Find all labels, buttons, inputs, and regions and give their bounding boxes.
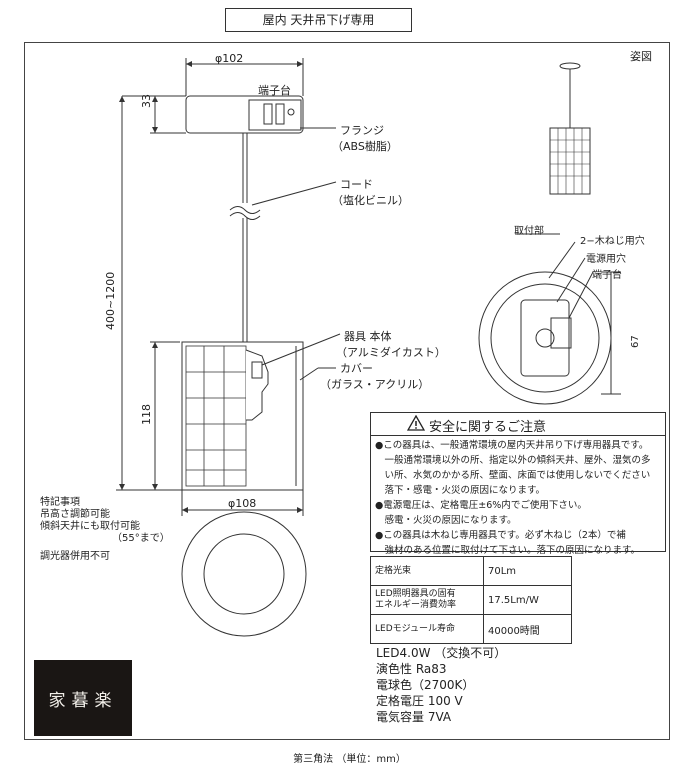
projection-note: 第三角法 （単位：mm） [293,754,406,765]
terminal-block [248,99,302,131]
safety-line: ●この器具は木ねじ専用器具です。必ず木ねじ（2本）で補 [375,530,626,541]
label-cord-material: （塩化ビニル） [332,194,409,207]
corner-label: 姿図 [630,50,652,63]
table-row: LEDモジュール寿命 40000時間 [370,614,572,644]
label-body: 器具 本体 [344,330,392,343]
notes-line-3: （55°まで） [112,533,170,544]
warning-icon [407,415,425,431]
spec-value: 17.5Lm/W [483,585,572,615]
label-terminal-top: 端子台 [258,84,291,97]
safety-line: 強材のある位置に取付けて下さい。落下の原因になります。 [375,545,641,556]
label-power-hole: 電源用穴 [586,254,626,265]
label-terminal-mount: 端子台 [592,270,622,281]
notes-line-1: 吊高さ調節可能 [40,509,110,520]
spec-cri: 演色性 Ra83 [376,662,447,676]
label-wood-screw-hole: 2−木ねじ用穴 [580,236,645,247]
perspective-sketch [549,62,591,195]
safety-title: 安全に関するご注意 [429,420,547,435]
safety-line: ●この器具は、一般通常環境の屋内天井吊り下げ専用器具です。 [375,440,649,451]
dim-shade-height: 118 [140,404,153,425]
spec-value: 40000時間 [483,614,572,644]
dim-cord-length: 400~1200 [104,271,117,330]
label-cover-material: （ガラス・アクリル） [320,378,430,391]
label-cord: コード [340,178,373,191]
label-cover: カバー [340,362,373,375]
spec-led: LED4.0W （交換不可） [376,646,507,660]
dim-mount-height: 67 [630,335,641,348]
safety-notice-box: 安全に関するご注意 ●この器具は、一般通常環境の屋内天井吊り下げ専用器具です。 … [370,412,666,556]
label-mount-section: 取付部 [514,226,544,237]
spec-voltage: 定格電圧 100 V [376,694,463,708]
spec-key: 定格光束 [370,556,484,586]
notes-title: 特記事項 [40,497,80,508]
label-flange-material: （ABS樹脂） [332,140,398,153]
dim-top-diameter: φ102 [215,52,244,65]
safety-line: 一般通常環境以外の所、指定以外の傾斜天井、屋外、湿気の多 [375,455,651,466]
spec-table: 定格光束 70Lm LED照明器具の固有 エネルギー消費効率 17.5Lm/W … [370,556,572,644]
safety-line: 落下・感電・火災の原因になります。 [375,485,546,496]
notes-line-4: 調光器併用不可 [40,551,110,562]
spec-capacity: 電気容量 7VA [376,710,452,724]
spec-value: 70Lm [483,556,572,586]
drawing-title: 屋内 天井吊下げ専用 [225,8,412,32]
safety-header: 安全に関するご注意 [371,413,665,436]
spec-color: 電球色（2700K） [376,678,475,692]
spec-list: LED4.0W （交換不可） 演色性 Ra83 電球色（2700K） 定格電圧 … [376,645,506,725]
safety-body: ●この器具は、一般通常環境の屋内天井吊り下げ専用器具です。 一般通常環境以外の所… [371,436,665,560]
mount-section-view [478,233,621,405]
safety-line: 感電・火災の原因になります。 [375,515,517,526]
spec-key: LEDモジュール寿命 [370,614,484,644]
label-flange: フランジ [340,124,384,137]
logo-text: 家暮楽 [48,690,118,711]
table-row: LED照明器具の固有 エネルギー消費効率 17.5Lm/W [370,585,572,615]
safety-line: い所、水気のかかる所、壁面、床面では使用しないでください [375,470,651,481]
notes-line-2: 傾斜天井にも取付可能 [40,521,140,532]
drawing-frame [24,42,670,740]
bottom-view-circle [181,511,307,637]
special-notes: 特記事項 吊高さ調節可能 傾斜天井にも取付可能 （55°まで） 調光器併用不可 [40,497,170,563]
shade-outline [181,341,304,491]
brand-logo: 家暮楽 [34,660,132,736]
table-row: 定格光束 70Lm [370,556,572,586]
spec-key: LED照明器具の固有 エネルギー消費効率 [370,585,484,615]
dim-flange-height: 33 [140,94,153,108]
label-body-material: （アルミダイカスト） [336,346,446,359]
dim-shade-diameter: φ108 [228,497,257,510]
safety-line: ●電源電圧は、定格電圧±6%内でご使用下さい。 [375,500,587,511]
